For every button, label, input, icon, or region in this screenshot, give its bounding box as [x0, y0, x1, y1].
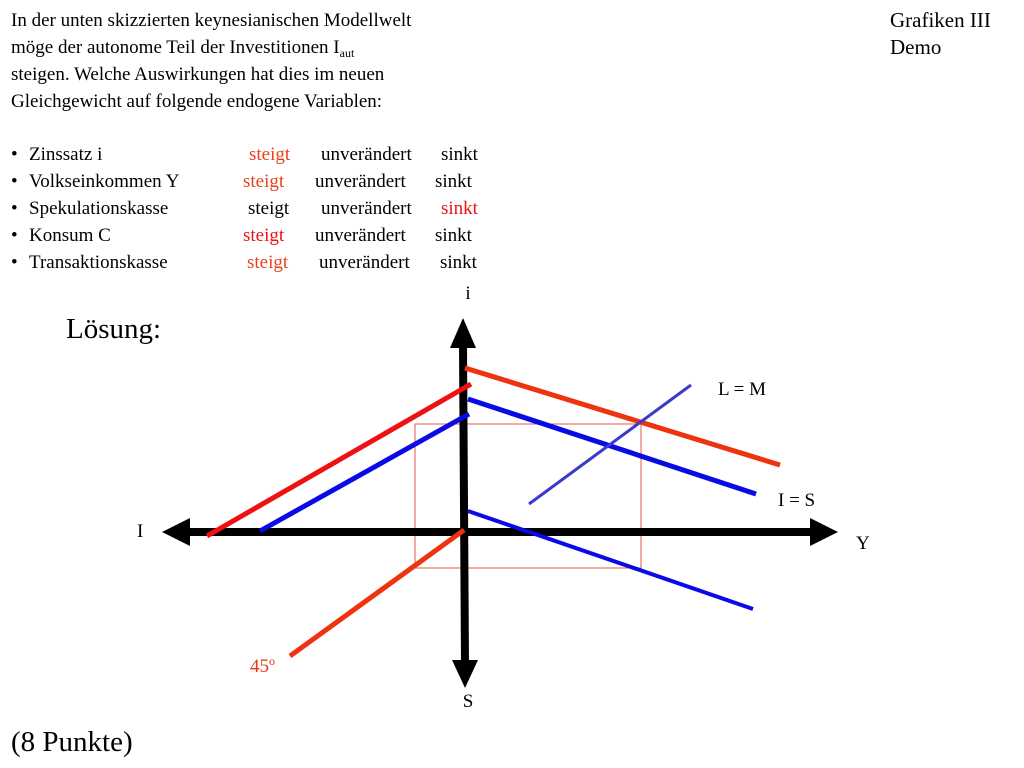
variable-label: Spekulationskasse — [29, 198, 169, 219]
investment-line-old — [258, 411, 471, 534]
choice-steigt: steigt — [249, 144, 291, 165]
savings-line — [467, 509, 754, 611]
45-degree-line — [288, 527, 466, 659]
bullet: • — [11, 144, 18, 165]
is-curve-label: I = S — [778, 490, 815, 511]
choice-steigt: steigt — [243, 225, 285, 246]
is-curve-new — [464, 365, 781, 468]
points-label: (8 Punkte) — [11, 726, 133, 758]
bullet: • — [11, 198, 18, 219]
slide-title-line-1: Grafiken III — [890, 8, 991, 32]
choice-sinkt: sinkt — [441, 144, 478, 165]
vertical-axis — [459, 344, 469, 666]
solution-label: Lösung: — [66, 313, 162, 345]
bullet: • — [11, 252, 18, 273]
investment-line-new — [205, 381, 473, 539]
arrow-right-icon — [810, 518, 838, 546]
lm-curve-label: L = M — [718, 379, 766, 400]
lm-curve — [528, 383, 692, 506]
choice-unveraendert: unverändert — [319, 252, 410, 273]
question-line-4: Gleichgewicht auf folgende endogene Vari… — [11, 91, 383, 112]
question-line-2-main: möge der autonome Teil der Investitionen… — [11, 37, 340, 58]
angle-value: 45 — [250, 656, 269, 677]
question-line-2: möge der autonome Teil der Investitionen… — [11, 34, 571, 61]
variable-label: Konsum C — [29, 225, 111, 246]
slide-title: Grafiken III Demo — [890, 7, 991, 61]
choice-sinkt: sinkt — [441, 198, 478, 219]
is-curve-old — [467, 396, 757, 497]
equilibrium-guide-box — [414, 423, 642, 569]
axis-label-savings: S — [463, 691, 474, 712]
axis-label-investment: I — [137, 521, 143, 542]
question-line-1: In der unten skizzierten keynesianischen… — [11, 10, 412, 31]
axis-label-i: i — [465, 283, 470, 304]
question-text: In der unten skizzierten keynesianischen… — [11, 7, 571, 115]
choice-sinkt: sinkt — [435, 225, 472, 246]
variable-label: Zinssatz i — [29, 144, 103, 165]
choice-steigt: steigt — [248, 198, 290, 219]
angle-label: 45o — [250, 654, 275, 677]
axis-label-y: Y — [856, 533, 870, 554]
choice-sinkt: sinkt — [440, 252, 477, 273]
choice-steigt: steigt — [243, 171, 285, 192]
choice-unveraendert: unverändert — [321, 198, 412, 219]
choice-sinkt: sinkt — [435, 171, 472, 192]
bullet: • — [11, 225, 18, 246]
bullet: • — [11, 171, 18, 192]
choice-unveraendert: unverändert — [315, 171, 406, 192]
variable-label: Volkseinkommen Y — [29, 171, 180, 192]
arrow-up-icon — [450, 318, 476, 348]
choice-steigt: steigt — [247, 252, 289, 273]
arrow-down-icon — [452, 660, 478, 688]
question-subscript-aut: aut — [339, 46, 355, 60]
question-line-3: steigen. Welche Auswirkungen hat dies im… — [11, 64, 385, 85]
choice-unveraendert: unverändert — [315, 225, 406, 246]
choice-unveraendert: unverändert — [321, 144, 412, 165]
angle-degree-mark: o — [269, 654, 275, 668]
arrow-left-icon — [162, 518, 190, 546]
slide-title-line-2: Demo — [890, 35, 942, 59]
variable-label: Transaktionskasse — [29, 252, 168, 273]
